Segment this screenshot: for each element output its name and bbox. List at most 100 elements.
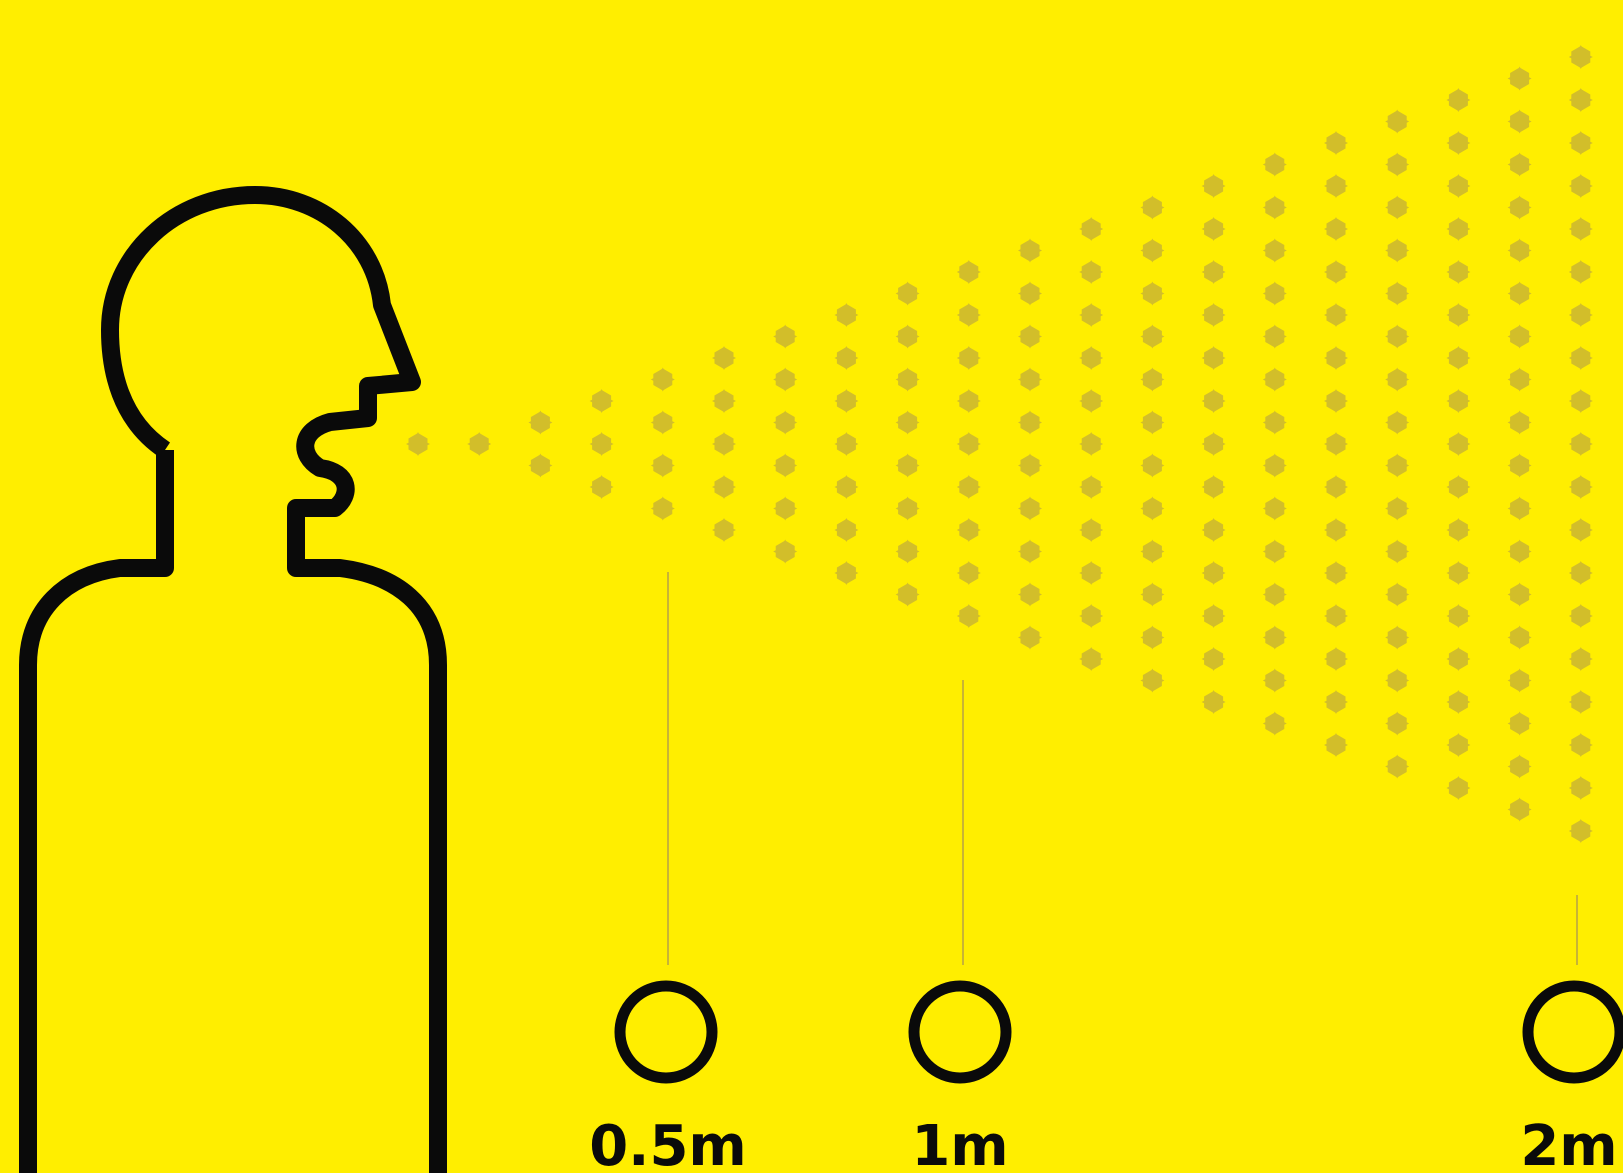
droplet-icon — [712, 346, 736, 370]
droplet-icon — [712, 518, 736, 542]
marker-0-5m-label: 0.5m — [589, 1114, 747, 1173]
droplet-icon — [896, 540, 920, 564]
droplet-icon — [1018, 454, 1042, 478]
droplet-icon — [1446, 647, 1470, 671]
droplet-icon — [896, 583, 920, 607]
droplet-icon — [896, 454, 920, 478]
droplet-icon — [1569, 733, 1593, 757]
droplet-icon — [1079, 604, 1103, 628]
droplet-icon — [1202, 604, 1226, 628]
droplet-icon — [1324, 561, 1348, 585]
droplet-icon — [1140, 239, 1164, 263]
droplet-icon — [1508, 239, 1532, 263]
droplet-icon — [834, 346, 858, 370]
droplet-icon — [1446, 260, 1470, 284]
droplet-icon — [1569, 819, 1593, 843]
droplet-icon — [957, 475, 981, 499]
droplet-icon — [1385, 626, 1409, 650]
droplet-icon — [1569, 432, 1593, 456]
droplet-icon — [1569, 561, 1593, 585]
droplet-icon — [1202, 518, 1226, 542]
droplet-icon — [1508, 712, 1532, 736]
droplet-icon — [1446, 131, 1470, 155]
droplet-icon — [1079, 303, 1103, 327]
droplet-icon — [1018, 497, 1042, 521]
droplet-icon — [1569, 88, 1593, 112]
droplet-icon — [1324, 604, 1348, 628]
droplet-icon — [773, 411, 797, 435]
droplet-icon — [1079, 346, 1103, 370]
droplet-icon — [1446, 733, 1470, 757]
droplet-icon — [1508, 626, 1532, 650]
droplet-icon — [1202, 647, 1226, 671]
droplet-icon — [1385, 110, 1409, 134]
droplet-icon — [1140, 282, 1164, 306]
droplet-icon — [1569, 518, 1593, 542]
droplet-icon — [712, 432, 736, 456]
droplet-icon — [1508, 411, 1532, 435]
droplet-icon — [1140, 540, 1164, 564]
droplet-icon — [1324, 475, 1348, 499]
droplet-icon — [1508, 368, 1532, 392]
droplet-icon — [1508, 153, 1532, 177]
droplet-icon — [1508, 798, 1532, 822]
droplet-icon — [1385, 497, 1409, 521]
droplet-icon — [1079, 260, 1103, 284]
droplet-icon — [1508, 110, 1532, 134]
droplet-icon — [1324, 303, 1348, 327]
droplet-icon — [773, 540, 797, 564]
droplet-icon — [1018, 540, 1042, 564]
droplet-icon — [1446, 604, 1470, 628]
droplet-icon — [1263, 282, 1287, 306]
droplet-icon — [1385, 239, 1409, 263]
droplet-icon — [1446, 432, 1470, 456]
droplet-icon — [1140, 454, 1164, 478]
marker-1m-circle-icon — [914, 986, 1006, 1078]
droplet-icon — [1079, 432, 1103, 456]
droplet-icon — [1446, 475, 1470, 499]
droplet-icon — [1446, 389, 1470, 413]
droplet-icon — [1202, 561, 1226, 585]
droplet-icon — [773, 454, 797, 478]
droplet-icon — [1508, 583, 1532, 607]
droplet-icon — [1324, 647, 1348, 671]
droplet-icon — [1324, 131, 1348, 155]
droplet-icon — [1385, 712, 1409, 736]
droplet-icon — [1140, 497, 1164, 521]
droplet-icon — [1018, 583, 1042, 607]
droplet-icon — [834, 475, 858, 499]
droplet-icon — [896, 368, 920, 392]
droplet-icon — [651, 454, 675, 478]
droplet-icon — [651, 497, 675, 521]
droplet-icon — [773, 368, 797, 392]
droplet-icon — [1569, 45, 1593, 69]
droplet-icon — [1446, 88, 1470, 112]
droplet-icon — [1569, 647, 1593, 671]
droplet-icon — [1079, 389, 1103, 413]
marker-1m: 1m — [911, 680, 1008, 1173]
droplet-icon — [406, 432, 430, 456]
droplet-icon — [1324, 518, 1348, 542]
droplet-icon — [1263, 153, 1287, 177]
droplet-icon — [1018, 626, 1042, 650]
droplet-icon — [1202, 475, 1226, 499]
droplet-icon — [1263, 497, 1287, 521]
droplet-icon — [1324, 389, 1348, 413]
droplet-icon — [1508, 755, 1532, 779]
droplet-icon — [1446, 561, 1470, 585]
droplet-icon — [1446, 690, 1470, 714]
droplet-icon — [1263, 454, 1287, 478]
droplet-icon — [1140, 626, 1164, 650]
droplet-icon — [528, 411, 552, 435]
droplet-icon — [467, 432, 491, 456]
droplet-icon — [1263, 669, 1287, 693]
droplet-icon — [957, 561, 981, 585]
droplet-cloud — [406, 45, 1593, 843]
droplet-icon — [1508, 325, 1532, 349]
droplet-icon — [1324, 174, 1348, 198]
droplet-icon — [1508, 540, 1532, 564]
droplet-icon — [896, 282, 920, 306]
droplet-icon — [1018, 368, 1042, 392]
droplet-icon — [1508, 67, 1532, 91]
droplet-icon — [1263, 239, 1287, 263]
